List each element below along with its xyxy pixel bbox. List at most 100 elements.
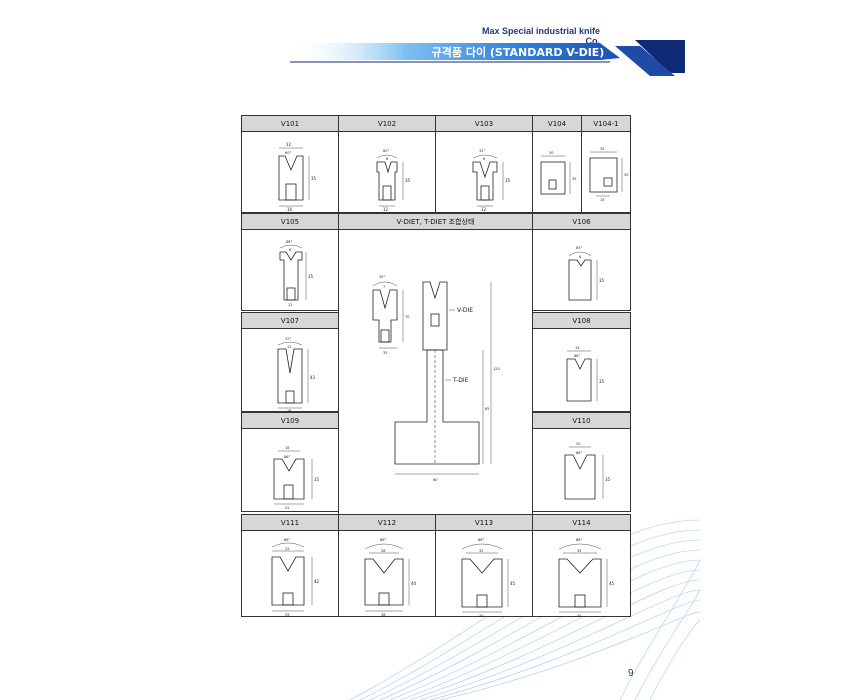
header-v104-1: V104-1 <box>581 115 631 132</box>
dim-v107-base: 16 <box>287 409 291 413</box>
dim-v107-height: 43 <box>310 375 316 380</box>
cell-v106: 85° 6 35 <box>532 229 631 311</box>
dim-asm-total-height: 120 <box>493 367 500 371</box>
drawing-v110: 20 86° 35 <box>564 442 611 500</box>
drawing-v103: 32° 8 35 12 <box>472 149 511 212</box>
dim-v108-top: 15 <box>575 346 579 350</box>
dim-v109-angle: 86° <box>284 455 290 459</box>
cell-v101: 12 60° 35 16 <box>241 131 339 213</box>
dim-v113-top: 32 <box>479 549 483 553</box>
title-banner <box>290 40 685 76</box>
cell-v103: 32° 8 35 12 <box>435 131 533 213</box>
drawing-v112: 86° 28 40 38 <box>364 538 417 617</box>
dim-v106-top: 6 <box>579 255 581 259</box>
label-tdie: T-DIE <box>452 377 469 384</box>
dim-v103-base: 12 <box>481 207 487 212</box>
header-assembly: V-DIET, T-DIET 조합상태 <box>338 213 533 230</box>
cell-v104-1: 35 30 15 <box>581 131 631 213</box>
dim-v104-1-width: 35 <box>600 147 604 151</box>
header-v101: V101 <box>241 115 339 132</box>
drawing-v106: 85° 6 35 <box>568 246 605 301</box>
dim-v111-base: 29 <box>285 613 289 617</box>
cell-v114: 86° 35 45 45 <box>532 530 631 618</box>
page-title: 규격품 다이 (STANDARD V-DIE) <box>431 46 605 59</box>
header-v109: V109 <box>241 412 339 429</box>
drawing-v111: 86° 25 42 29 <box>271 538 320 617</box>
header-v107: V107 <box>241 312 339 329</box>
dim-v114-base: 45 <box>577 614 581 618</box>
header-v106: V106 <box>532 213 631 230</box>
header-v108: V108 <box>532 312 631 329</box>
header-v103: V103 <box>435 115 533 132</box>
cell-v109: 18 86° 35 22 <box>241 428 339 512</box>
dim-v108-height: 35 <box>599 379 605 384</box>
drawing-v104-1: 35 30 15 <box>589 147 628 202</box>
dim-v101-base: 16 <box>287 207 293 212</box>
dim-v112-height: 40 <box>411 581 417 586</box>
dim-v104-height: 35 <box>572 177 576 181</box>
cell-v110: 20 86° 35 <box>532 428 631 512</box>
dim-v107-top: 12 <box>287 345 291 349</box>
header-v102: V102 <box>338 115 436 132</box>
cell-v113: 86° 32 45 40 <box>435 530 533 618</box>
dim-v102-height: 35 <box>405 178 411 183</box>
dim-v103-height: 35 <box>505 178 511 183</box>
dim-asm-small-height: 70 <box>405 315 409 319</box>
dim-v101-height: 35 <box>311 176 317 181</box>
header-v105: V105 <box>241 213 339 230</box>
cell-v102: 60° 8 35 12 <box>338 131 436 213</box>
header-v114: V114 <box>532 514 631 531</box>
cell-v112: 86° 28 40 38 <box>338 530 436 617</box>
dim-v111-angle: 86° <box>284 538 290 542</box>
dim-v101-angle: 60° <box>285 151 291 155</box>
dim-v112-angle: 86° <box>380 538 386 542</box>
drawing-v104: 30 35 <box>540 151 576 195</box>
dim-v102-top: 8 <box>386 157 388 161</box>
drawing-v101: 12 60° 35 16 <box>278 142 317 212</box>
dim-asm-small-angle: 30° <box>379 275 385 279</box>
label-vdie: V-DIE <box>457 307 473 314</box>
dim-v109-top: 18 <box>285 446 289 450</box>
cell-v107: 32° 12 43 16 <box>241 328 339 413</box>
dim-v110-angle: 86° <box>576 451 582 455</box>
dim-asm-tdie-height: 85 <box>485 407 489 411</box>
drawing-v109: 18 86° 35 22 <box>273 446 320 510</box>
dim-v103-angle: 32° <box>479 149 485 153</box>
dim-v114-top: 35 <box>577 549 581 553</box>
drawing-v107: 32° 12 43 16 <box>277 337 316 413</box>
drawing-v114: 86° 35 45 45 <box>558 538 615 618</box>
header-v113: V113 <box>435 514 533 531</box>
dim-v107-angle: 32° <box>285 337 291 341</box>
die-spec-table: V101 V102 V103 V104 V104-1 12 60° 35 16 <box>241 115 631 618</box>
dim-v112-top: 28 <box>381 549 385 553</box>
dim-v106-angle: 85° <box>576 246 582 250</box>
dim-v105-base: 12 <box>288 303 292 307</box>
cell-v111: 86° 25 42 29 <box>241 530 339 617</box>
dim-v102-angle: 60° <box>383 149 389 153</box>
header-v110: V110 <box>532 412 631 429</box>
cell-v105: 88° 8 35 12 <box>241 229 339 311</box>
cell-v104: 30 35 <box>532 131 582 213</box>
dim-v103-top: 8 <box>483 157 485 161</box>
dim-v113-base: 40 <box>479 614 483 618</box>
drawing-v108: 15 88° 35 <box>566 346 605 402</box>
dim-v108-angle: 88° <box>574 354 580 358</box>
drawing-v102: 60° 8 35 12 <box>376 149 411 212</box>
dim-v112-base: 38 <box>381 613 385 617</box>
dim-v109-height: 35 <box>314 477 320 482</box>
cell-v108: 15 88° 35 <box>532 328 631 412</box>
dim-v106-height: 35 <box>599 278 605 283</box>
dim-v114-height: 45 <box>609 581 615 586</box>
dim-v105-height: 35 <box>308 274 314 279</box>
drawing-v113: 86° 32 45 40 <box>461 538 516 618</box>
page-number: 9 <box>628 668 634 679</box>
cell-assembly: 30° 7 70 35 V-DIE T-DIE 120 85 60 <box>338 229 533 526</box>
dim-v105-angle: 88° <box>286 240 292 244</box>
dim-asm-small-base: 35 <box>383 351 387 355</box>
company-name: Max Special industrial knife Co. <box>481 26 600 46</box>
dim-v104-1-base: 15 <box>600 198 604 202</box>
header-v104: V104 <box>532 115 582 132</box>
dim-v113-height: 45 <box>510 581 516 586</box>
dim-v101-top: 12 <box>286 142 292 147</box>
